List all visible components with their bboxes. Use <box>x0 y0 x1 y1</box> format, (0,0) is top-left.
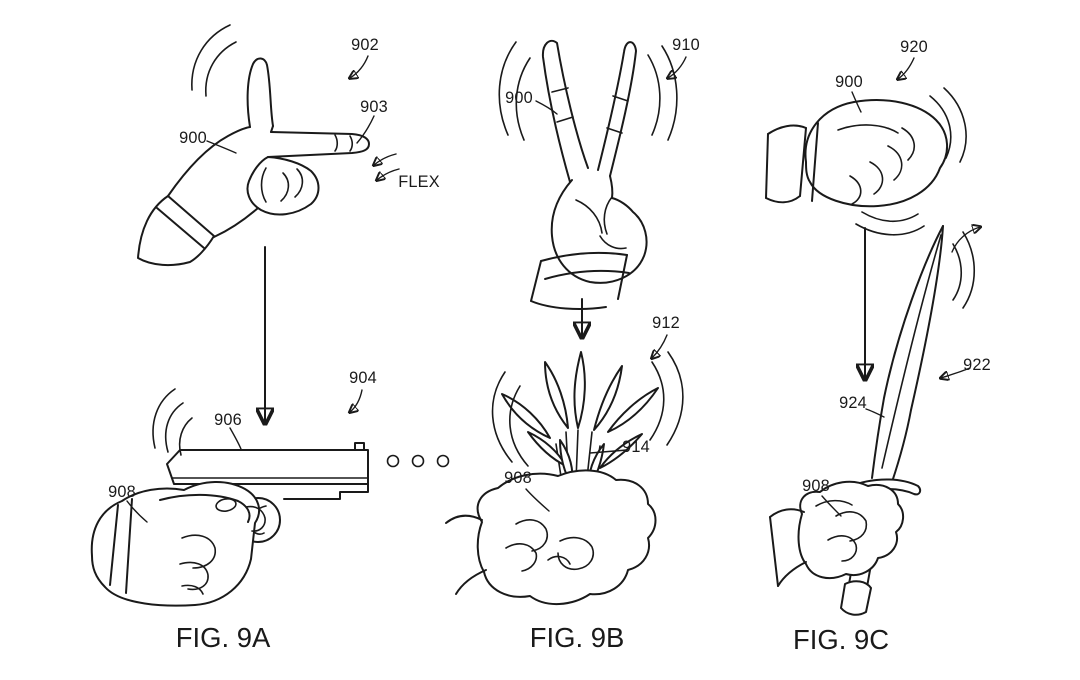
arrow-912 <box>652 334 668 358</box>
flowers-drawing <box>501 351 659 510</box>
leader-924 <box>865 408 885 418</box>
ref-label-902: 902 <box>351 35 379 54</box>
ref-label-908c: 908 <box>802 476 830 495</box>
finger-gun-hand-drawing <box>137 57 370 267</box>
leader-900b <box>535 100 558 115</box>
sword-tip-arrow <box>951 227 980 253</box>
leader-908c <box>821 495 842 517</box>
caption-fig-9c: FIG. 9C <box>792 624 890 655</box>
flowers-vibration-arcs <box>491 351 684 467</box>
leader-903 <box>356 115 375 144</box>
caption-fig-9a: FIG. 9A <box>175 622 271 653</box>
caption-fig-9b: FIG. 9B <box>529 622 625 653</box>
leader-lines-9c-top <box>851 57 915 113</box>
arrow-920 <box>898 57 915 79</box>
ref-label-912: 912 <box>652 313 680 332</box>
leader-908a <box>126 500 148 523</box>
ref-label-908b: 908 <box>504 468 532 487</box>
arrow-902 <box>350 55 369 78</box>
ref-label-908a: 908 <box>108 482 136 501</box>
leader-lines-9c-bottom <box>821 367 971 517</box>
sword-hand-drawing <box>769 480 904 587</box>
leader-lines-9b-top <box>535 56 687 115</box>
leader-900c <box>851 91 862 113</box>
fist-vibration-arcs <box>855 87 967 236</box>
leader-lines-9b-bottom <box>525 334 668 512</box>
ref-label-922: 922 <box>963 355 991 374</box>
muzzle-dots <box>386 454 450 468</box>
ref-label-900a: 900 <box>179 128 207 147</box>
leader-900a <box>206 140 237 154</box>
flex-label: FLEX <box>398 172 440 191</box>
thumb-vibration-arcs <box>191 24 237 97</box>
flowers-hand-drawing <box>445 469 657 606</box>
leader-914 <box>589 449 628 454</box>
pistol-hand-drawing <box>90 481 266 607</box>
ref-label-924: 924 <box>839 393 867 412</box>
leader-908b <box>525 488 550 512</box>
flex-arrows <box>374 153 400 180</box>
leader-lines-9a-top <box>206 55 375 154</box>
ref-label-900b: 900 <box>505 88 533 107</box>
sword-vibration-arcs <box>951 227 980 309</box>
ref-label-904: 904 <box>349 368 377 387</box>
ref-label-910: 910 <box>672 35 700 54</box>
peace-hand-drawing <box>530 39 648 310</box>
fist-hand-drawing <box>765 99 948 208</box>
ref-label-914: 914 <box>622 437 650 456</box>
arrow-904 <box>350 389 363 412</box>
ref-label-920: 920 <box>900 37 928 56</box>
ref-label-903: 903 <box>360 97 388 116</box>
arrow-910 <box>668 56 687 78</box>
peace-vibration-arcs <box>498 41 678 141</box>
leader-lines-9a-bottom <box>126 389 363 523</box>
ref-label-906: 906 <box>214 410 242 429</box>
ref-label-900c: 900 <box>835 72 863 91</box>
leader-906 <box>229 427 242 450</box>
pistol-vibration-arcs <box>152 388 193 456</box>
arrow-922 <box>941 367 971 378</box>
